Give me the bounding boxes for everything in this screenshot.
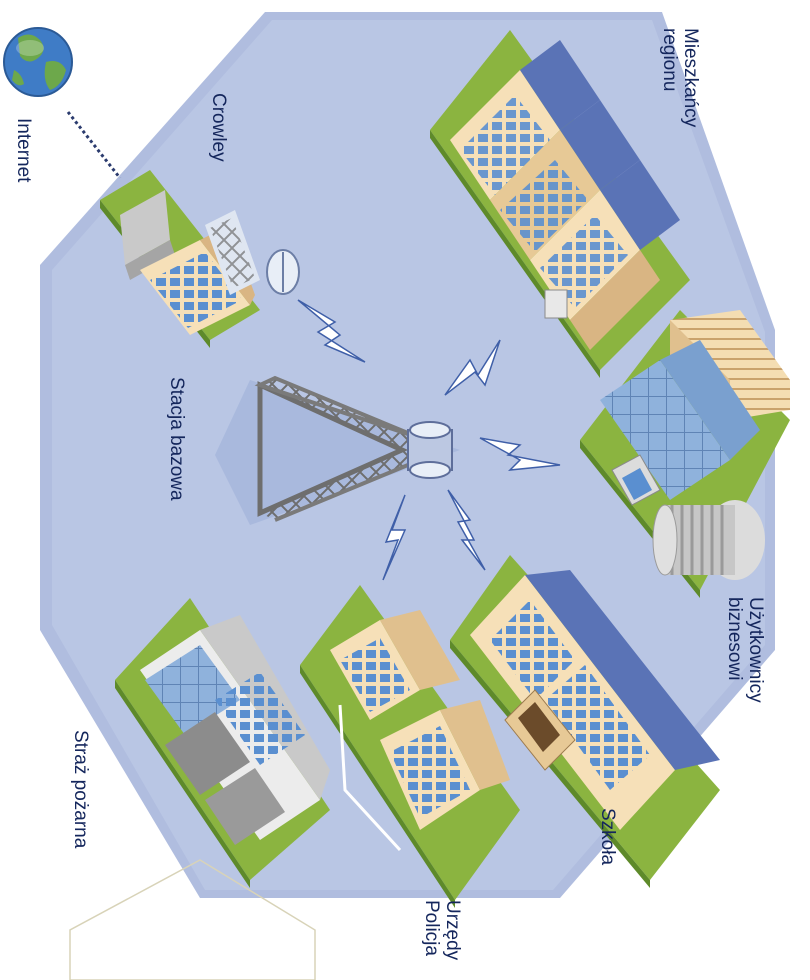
label-residents: Mieszkańcy regionu <box>659 28 701 127</box>
label-residents-line1: Mieszkańcy <box>680 28 701 128</box>
label-crowley: Crowley <box>208 93 229 162</box>
government-buildings-icon <box>300 585 520 908</box>
houses-icon <box>430 30 690 378</box>
bolt-business <box>479 437 561 471</box>
radio-tower-icon <box>215 375 460 525</box>
wireless-links <box>297 299 561 581</box>
label-police: Urzędy Policja <box>421 900 463 960</box>
bolt-police <box>382 494 407 581</box>
label-business: Użytkownicy biznesowi <box>724 597 766 703</box>
globe-icon <box>3 27 73 97</box>
business-buildings-icon <box>580 310 790 598</box>
label-internet: Internet <box>13 118 34 183</box>
label-business-line2: biznesowi <box>724 597 745 681</box>
school-icon <box>450 555 720 888</box>
office-with-dish-icon <box>100 170 300 348</box>
label-school: Szkoła <box>597 808 618 866</box>
label-base-station: Stacja bazowa <box>166 377 187 501</box>
bolt-crowley <box>297 299 366 363</box>
bolt-residents <box>444 339 501 396</box>
label-business-line1: Użytkownicy <box>745 597 766 703</box>
label-fire-station: Straż pożarna <box>70 730 91 849</box>
empty-cell-outline <box>69 859 316 980</box>
bolt-school <box>447 489 486 571</box>
fire-station-icon <box>115 598 330 888</box>
label-residents-line2: regionu <box>659 28 680 92</box>
label-police-line1: Urzędy <box>442 900 463 961</box>
label-police-line2: Policja <box>421 900 442 956</box>
internet-link <box>66 111 122 179</box>
